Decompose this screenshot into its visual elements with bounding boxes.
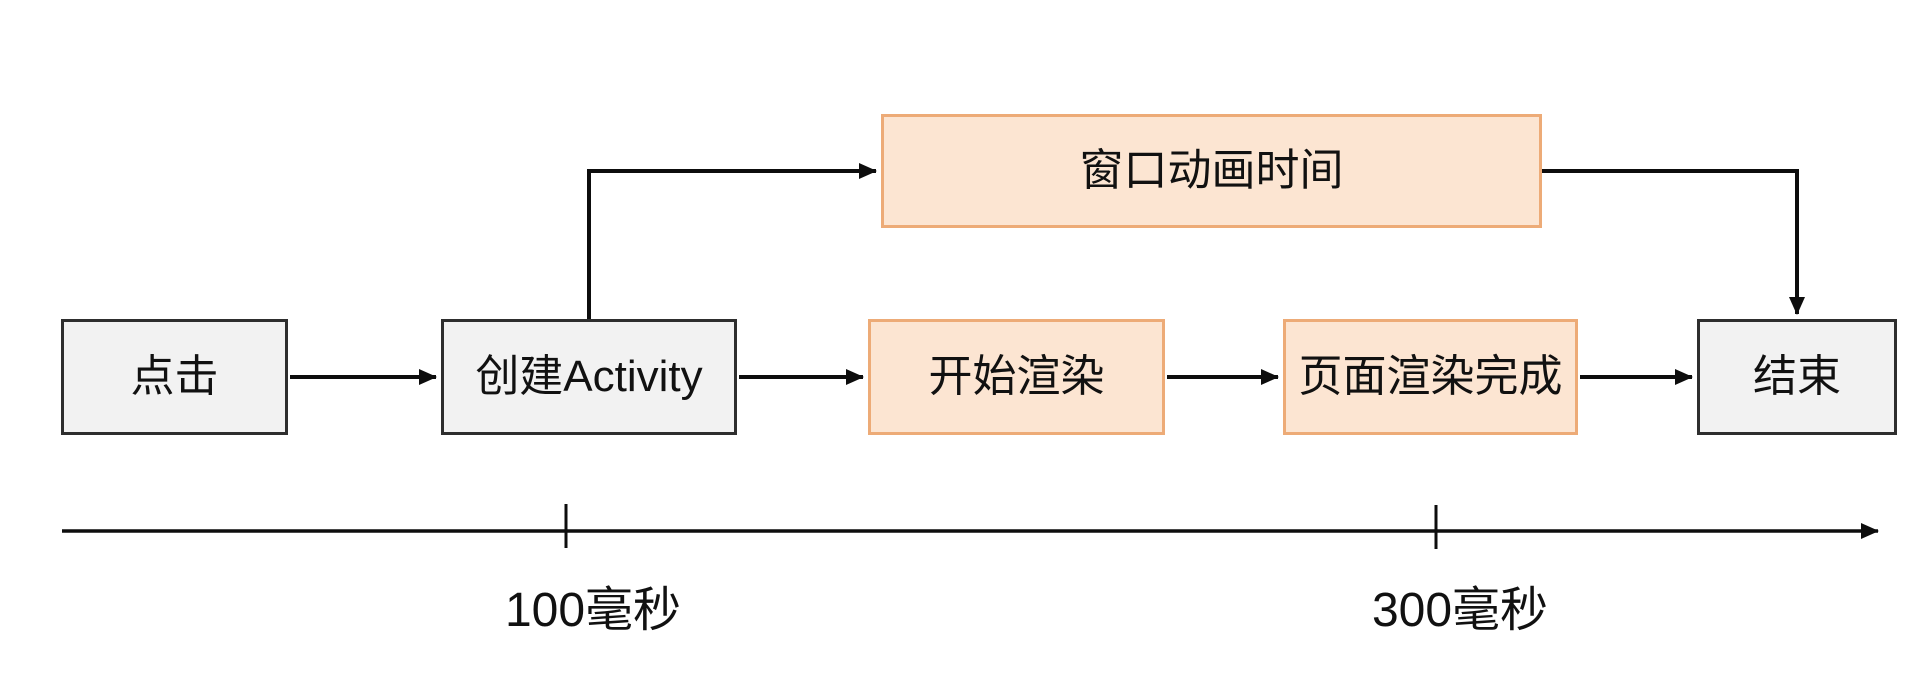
node-end-label: 结束 [1753,351,1841,401]
timeline-label-100ms: 100毫秒 [504,584,682,637]
node-click: 点击 [61,319,288,435]
node-create-activity-label: 创建Activity [475,351,703,401]
node-click-label: 点击 [130,351,219,401]
timeline-label-300ms: 300毫秒 [1371,584,1549,637]
node-render-complete: 页面渲染完成 [1283,319,1578,435]
node-create-activity: 创建Activity [441,319,737,435]
arrow-window-animation-to-end [1542,169,1805,315]
arrow-create-activity-to-window-animation [587,163,877,319]
node-render-complete-label: 页面渲染完成 [1298,351,1563,401]
node-start-render-label: 开始渲染 [928,351,1105,401]
node-start-render: 开始渲染 [868,319,1165,435]
node-window-animation-label: 窗口动画时间 [1079,145,1344,195]
node-end: 结束 [1697,319,1897,435]
node-window-animation: 窗口动画时间 [881,114,1542,228]
